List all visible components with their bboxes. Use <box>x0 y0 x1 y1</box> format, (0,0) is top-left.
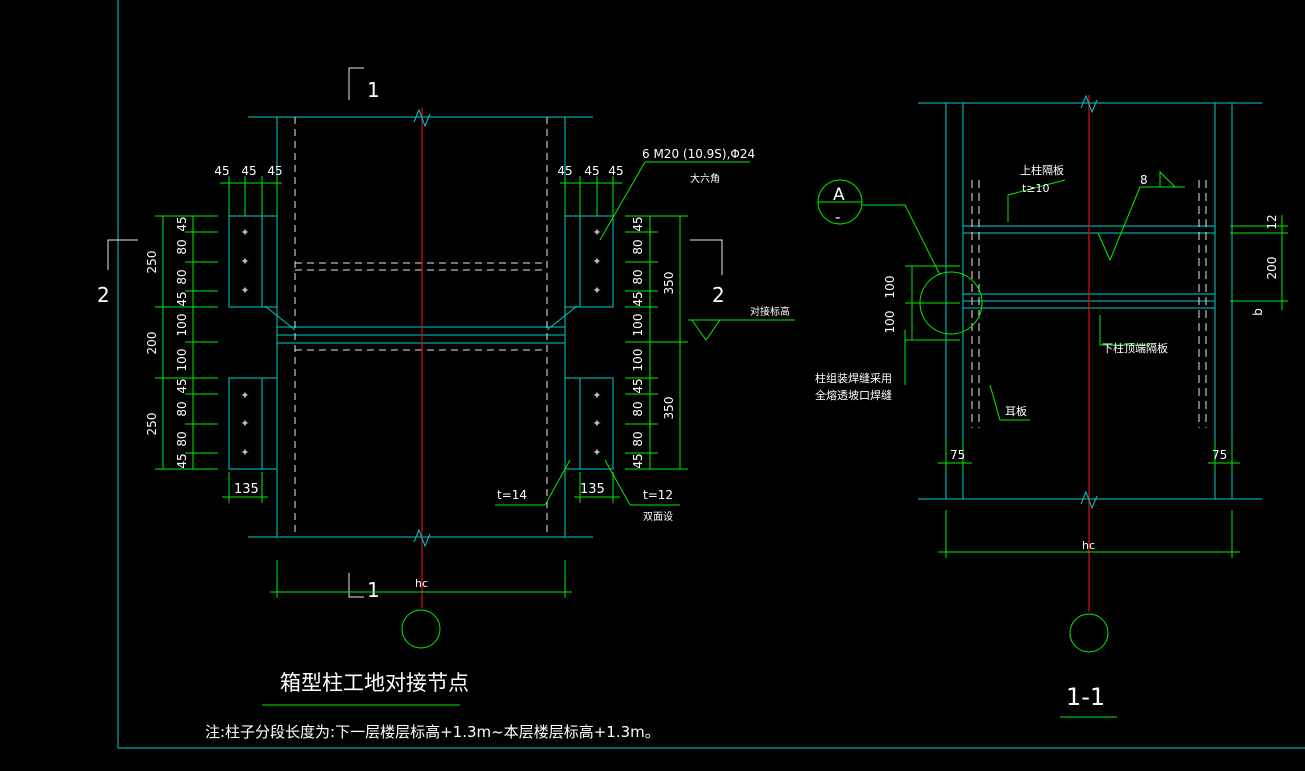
dim-text: 45 <box>631 216 645 231</box>
dim-text: 100 <box>631 349 645 372</box>
dim-text: 45 <box>241 164 256 178</box>
left-view-title: 箱型柱工地对接节点 <box>280 671 469 695</box>
dim-text: 80 <box>175 431 189 446</box>
weld-size: 8 <box>1140 173 1148 187</box>
bolt-mark: ✦ <box>240 389 249 402</box>
detail-mark: A <box>833 185 845 205</box>
bolt-note: 6 M20 (10.9S),Φ24 <box>642 147 755 161</box>
right-break-marks <box>1080 94 1098 510</box>
bolt-note-2: 大六角 <box>690 172 720 185</box>
dim-text: b <box>1251 308 1265 316</box>
dim-text: 80 <box>631 401 645 416</box>
dim-text: 80 <box>175 239 189 254</box>
bolt-mark: ✦ <box>240 226 249 239</box>
dim-text: 45 <box>175 216 189 231</box>
right-hidden-lines <box>971 180 1207 428</box>
bolt-mark: ✦ <box>240 417 249 430</box>
left-column-outline <box>248 116 593 538</box>
left-hidden-lines <box>294 117 548 537</box>
dim-text: 80 <box>631 239 645 254</box>
bolt-mark: ✦ <box>592 226 601 239</box>
dim-text: 100 <box>883 311 897 334</box>
detail-mark-sub: - <box>835 208 840 226</box>
bolt-mark: ✦ <box>240 446 249 459</box>
left-axis-bubble <box>401 609 441 649</box>
bolt-mark: ✦ <box>240 284 249 297</box>
right-axis-bubble <box>1069 613 1109 653</box>
left-break-marks <box>413 108 431 548</box>
dim-text: 250 <box>145 413 159 436</box>
section-1-bottom-label: 1 <box>367 578 380 602</box>
ear-plate-label: 耳板 <box>1005 404 1027 418</box>
dim-text: 12 <box>1265 214 1279 229</box>
left-view: ✦ ✦ ✦ ✦ ✦ ✦ ✦ ✦ ✦ ✦ ✦ ✦ 1 <box>97 67 795 741</box>
bolt-mark: ✦ <box>592 255 601 268</box>
dim-text: 80 <box>175 269 189 284</box>
dim-text: 45 <box>175 453 189 468</box>
dim-text: 45 <box>608 164 623 178</box>
dim-text: 100 <box>175 349 189 372</box>
right-side-dim-lines <box>625 215 795 470</box>
right-column-outline <box>918 102 1262 500</box>
left-bolts: ✦ ✦ ✦ ✦ ✦ ✦ ✦ ✦ ✦ ✦ ✦ ✦ <box>240 226 601 459</box>
elevation-note: 对接标高 <box>750 305 790 318</box>
dim-text: 80 <box>631 269 645 284</box>
dim-75-left: 75 <box>950 448 965 462</box>
bolt-mark: ✦ <box>592 284 601 297</box>
drawing-frame <box>117 0 1305 749</box>
dim-text: 45 <box>175 291 189 306</box>
dim-text: 200 <box>145 332 159 355</box>
dim-135-left: 135 <box>234 482 259 497</box>
dim-text: 350 <box>662 397 676 420</box>
dim-text: 100 <box>883 276 897 299</box>
left-section-marks <box>107 67 723 598</box>
bolt-mark: ✦ <box>592 417 601 430</box>
dim-text: 200 <box>1265 257 1279 280</box>
dim-text: 45 <box>631 291 645 306</box>
plate-t12-note: 双面设 <box>643 511 673 523</box>
dim-text: 100 <box>631 314 645 337</box>
left-top-dim-lines <box>220 176 622 216</box>
dim-text: 45 <box>557 164 572 178</box>
section-2-left-label: 2 <box>97 283 110 307</box>
bolt-mark: ✦ <box>592 389 601 402</box>
plate-t14-label: t=14 <box>497 488 527 502</box>
dim-text: 80 <box>175 401 189 416</box>
dim-text: 45 <box>584 164 599 178</box>
dim-text: 45 <box>631 453 645 468</box>
hc-left: hc <box>415 577 428 590</box>
weld-note-1: 柱组装焊缝采用 <box>815 371 892 385</box>
bolt-mark: ✦ <box>592 446 601 459</box>
section-2-right-label: 2 <box>712 283 725 307</box>
lower-diaphragm-label: 下柱顶端隔板 <box>1102 341 1168 355</box>
plate-t12-label: t=12 <box>643 488 673 502</box>
dim-75-right: 75 <box>1212 448 1227 462</box>
detail-a-callout <box>817 170 1288 558</box>
dim-text: 45 <box>214 164 229 178</box>
dim-text: 350 <box>662 272 676 295</box>
dim-text: 80 <box>631 431 645 446</box>
dim-135-right: 135 <box>580 482 605 497</box>
dim-text: 250 <box>145 251 159 274</box>
dim-text: 100 <box>175 314 189 337</box>
section-1-top-label: 1 <box>367 78 380 102</box>
upper-diaphragm-label: 上柱隔板 <box>1020 163 1064 177</box>
weld-note-2: 全熔透坡口焊缝 <box>815 388 892 402</box>
bolt-mark: ✦ <box>240 255 249 268</box>
dim-text: 45 <box>175 378 189 393</box>
hc-right: hc <box>1082 539 1095 552</box>
bottom-dim-lines <box>222 161 750 598</box>
right-view-title: 1-1 <box>1066 683 1105 711</box>
dim-text: 45 <box>267 164 282 178</box>
upper-diaphragm-t: t≥10 <box>1022 182 1050 195</box>
segment-note: 注:柱子分段长度为:下一层楼层标高+1.3m~本层楼层标高+1.3m。 <box>205 723 660 741</box>
dim-text: 45 <box>631 378 645 393</box>
left-side-dim-lines <box>155 215 218 470</box>
right-view: A - 上柱隔板 t≥10 8 下柱顶端隔板 柱组装焊缝采用 全熔透坡口焊缝 耳… <box>815 94 1288 718</box>
